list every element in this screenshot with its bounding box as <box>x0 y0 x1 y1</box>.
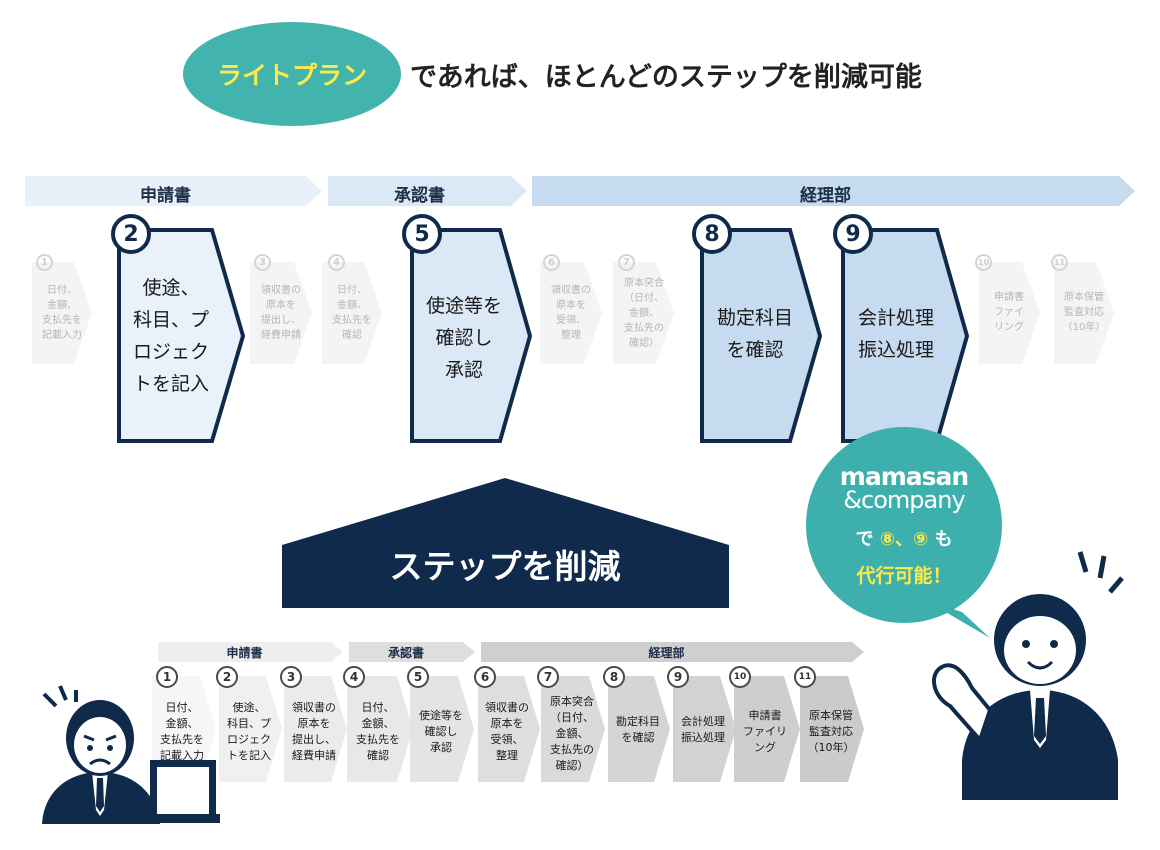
bottom-step-8 <box>608 676 670 782</box>
ghost-step-6 <box>540 262 602 364</box>
band-application-top <box>25 176 322 206</box>
bubble-line-2: 代行可能！ <box>856 565 952 587</box>
ghost-step-3 <box>250 262 312 364</box>
big-step-number-9: 9 <box>833 214 873 254</box>
logo-company: &company <box>843 486 965 514</box>
band-accounting-bottom <box>481 642 864 662</box>
big-step-number-8: 8 <box>692 214 732 254</box>
band-label-accounting-bottom: 経理部 <box>648 646 685 660</box>
bottom-step-4 <box>347 676 413 782</box>
bottom-step-number-7: 7 <box>537 666 559 688</box>
big-step-5 <box>410 228 533 443</box>
bottom-step-2 <box>219 676 282 782</box>
bottom-step-9 <box>673 676 736 782</box>
big-step-text-8: 勘定科目 を確認 <box>716 307 793 361</box>
big-step-8 <box>700 228 823 443</box>
big-step-number-5: 5 <box>402 214 442 254</box>
big-step-text-2: 使途、 科目、プ ロジェク トを記入 <box>132 277 209 395</box>
ghost-step-1 <box>32 262 92 364</box>
bottom-step-number-2: 2 <box>216 666 238 688</box>
bottom-step-11 <box>800 676 864 782</box>
ghost-step-number-11: 11 <box>1051 254 1068 271</box>
band-label-approval-top: 承認書 <box>394 186 445 206</box>
ghost-step-7 <box>613 262 674 364</box>
ghost-step-10 <box>979 262 1040 364</box>
ghost-step-number-7: 7 <box>618 254 635 271</box>
ghost-step-number-1: 1 <box>36 254 53 271</box>
big-step-text-5: 使途等を 確認し 承認 <box>425 295 502 381</box>
reduce-steps-shape <box>282 478 729 608</box>
big-step-number-2: 2 <box>111 214 151 254</box>
light-plan-pill: ライトプラン <box>183 22 401 126</box>
bottom-step-number-11: 11 <box>794 666 816 688</box>
ghost-step-text-11: 原本保管 監査対応 （10年） <box>1062 292 1106 333</box>
bottom-step-number-6: 6 <box>474 666 496 688</box>
bubble-line-1: で ⑧、⑨ も <box>806 525 1002 551</box>
big-step-2 <box>117 228 246 443</box>
bottom-step-text-7: 原本突合 （日付、 金額、 支払先の 確認） <box>550 695 594 772</box>
bottom-step-text-1: 日付、 金額、 支払先を 記載入力 <box>160 701 204 762</box>
ghost-step-text-1: 日付、 金額、 支払先を 記載入力 <box>42 285 82 341</box>
bottom-step-1 <box>152 676 216 782</box>
bottom-step-number-5: 5 <box>407 666 429 688</box>
ghost-step-number-6: 6 <box>543 254 560 271</box>
bottom-step-arrows <box>152 676 864 782</box>
ghost-step-text-3: 領収書の 原本を 提出し、 経費申請 <box>261 285 301 341</box>
bubble-step-numbers: ⑧、⑨ <box>879 529 929 550</box>
band-label-application-bottom: 申請書 <box>226 646 263 660</box>
bottom-step-number-9: 9 <box>667 666 689 688</box>
bottom-step-text-11: 原本保管 監査対応 （10年） <box>807 709 855 754</box>
big-step-text-9: 会計処理 振込処理 <box>857 307 934 361</box>
ghost-step-number-3: 3 <box>254 254 271 271</box>
bottom-step-3 <box>284 676 347 782</box>
ghost-step-text-7: 原本突合 （日付、 金額、 支払先の 確認） <box>624 278 664 349</box>
ghost-step-number-10: 10 <box>975 254 992 271</box>
bottom-step-text-2: 使途、 科目、プ ロジェク トを記入 <box>227 701 271 762</box>
ghost-step-text-10: 申請書 ファイ リング <box>994 292 1024 333</box>
bottom-step-6 <box>478 676 540 782</box>
band-label-approval-bottom: 承認書 <box>387 646 424 660</box>
headline-text: であれば、ほとんどのステップを削減可能 <box>410 62 922 93</box>
ghost-step-11 <box>1054 262 1114 364</box>
bottom-step-text-8: 勘定科目 を確認 <box>616 715 660 744</box>
bottom-step-text-3: 領収書の 原本を 提出し、 経費申請 <box>292 701 336 762</box>
light-plan-label: ライトプラン <box>216 61 367 90</box>
bottom-step-10 <box>734 676 800 782</box>
bubble-suffix: も <box>934 529 953 550</box>
bottom-step-number-8: 8 <box>603 666 625 688</box>
bottom-step-text-6: 領収書の 原本を 受領、 整理 <box>485 701 529 762</box>
band-label-accounting-top: 経理部 <box>800 186 851 206</box>
bottom-step-5 <box>410 676 474 782</box>
bottom-step-text-9: 会計処理 振込処理 <box>681 715 725 744</box>
ghost-step-number-4: 4 <box>328 254 345 271</box>
band-approval-top <box>328 176 527 206</box>
big-step-9 <box>841 228 970 443</box>
ghost-step-4 <box>322 262 382 364</box>
reduce-steps-label: ステップを削減 <box>389 547 621 586</box>
laptop-icon <box>130 760 220 823</box>
happy-person-icon <box>932 551 1124 800</box>
ghost-step-text-4: 日付、 金額、 支払先を 確認 <box>332 285 372 341</box>
band-application-bottom <box>158 642 343 662</box>
bottom-step-text-4: 日付、 金額、 支払先を 確認 <box>356 701 400 762</box>
logo-mamasan: mamasan <box>839 462 969 491</box>
bottom-step-text-5: 使途等を 確認し 承認 <box>419 709 463 754</box>
bottom-step-number-10: 10 <box>729 666 751 688</box>
bottom-step-number-1: 1 <box>156 666 178 688</box>
ghost-step-text-6: 領収書の 原本を 受領、 整理 <box>551 285 591 341</box>
band-accounting-top <box>532 176 1135 206</box>
speech-bubble <box>806 427 1002 623</box>
bottom-step-text-10: 申請書 ファイリ ング <box>743 709 787 754</box>
bottom-step-number-3: 3 <box>280 666 302 688</box>
band-approval-bottom <box>349 642 475 662</box>
worried-person-icon <box>42 685 160 824</box>
bottom-step-7 <box>541 676 605 782</box>
band-label-application-top: 申請書 <box>140 186 191 206</box>
bottom-step-number-4: 4 <box>343 666 365 688</box>
bubble-prefix: で <box>855 529 874 550</box>
